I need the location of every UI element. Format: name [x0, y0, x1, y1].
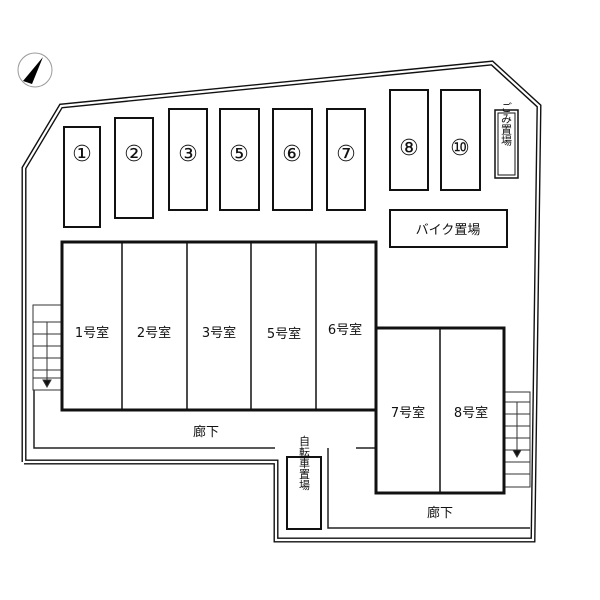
parking-label: ③ — [178, 142, 198, 167]
parking-space-6 — [272, 108, 313, 211]
bicycle-parking-label: 自転車置場 — [298, 435, 311, 491]
corridor-lines — [33, 390, 530, 529]
parking-label: ② — [124, 142, 144, 167]
parking-space-10 — [440, 89, 481, 191]
parking-label: ⑦ — [336, 142, 356, 167]
parking-label: ⑧ — [399, 136, 419, 161]
parking-space-7 — [326, 108, 366, 211]
parking-space-3 — [168, 108, 208, 211]
garbage-area: ごみ置場 — [494, 102, 519, 179]
motorbike-parking: バイク置場 — [389, 209, 508, 248]
parking-label: ⑩ — [450, 136, 470, 161]
parking-space-5 — [219, 108, 260, 211]
room-label: 3号室 — [202, 325, 236, 341]
room-label: 2号室 — [137, 325, 171, 341]
parking-space-2 — [114, 117, 154, 219]
room-label: 1号室 — [75, 325, 109, 341]
corridor-label-upper: 廊下 — [193, 424, 219, 440]
bicycle-parking: 自転車置場 — [286, 435, 322, 530]
parking-space-8 — [389, 89, 429, 191]
parking-space-1 — [63, 126, 101, 228]
building-side: 7号室 8号室 — [374, 326, 506, 495]
corridor-label-lower: 廊下 — [427, 505, 453, 521]
room-label: 5号室 — [267, 326, 301, 342]
stairs-right — [503, 391, 531, 488]
parking-label: ① — [72, 142, 92, 167]
room-label: 6号室 — [328, 322, 362, 338]
parking-labels: ① ② ③ ⑤ ⑥ ⑦ ⑧ ⑩ — [72, 136, 470, 167]
room-label: 7号室 — [391, 405, 425, 421]
north-arrow-icon — [17, 52, 53, 88]
site-boundary — [21, 60, 542, 543]
motorbike-parking-label: バイク置場 — [416, 223, 481, 238]
building-main: 1号室 2号室 3号室 5号室 6号室 — [60, 240, 378, 412]
garbage-area-label: ごみ置場 — [500, 102, 513, 147]
room-label: 8号室 — [454, 405, 488, 421]
parking-spaces — [63, 89, 481, 228]
stairs-left — [32, 304, 63, 391]
parking-label: ⑤ — [229, 142, 249, 167]
parking-label: ⑥ — [282, 142, 302, 167]
